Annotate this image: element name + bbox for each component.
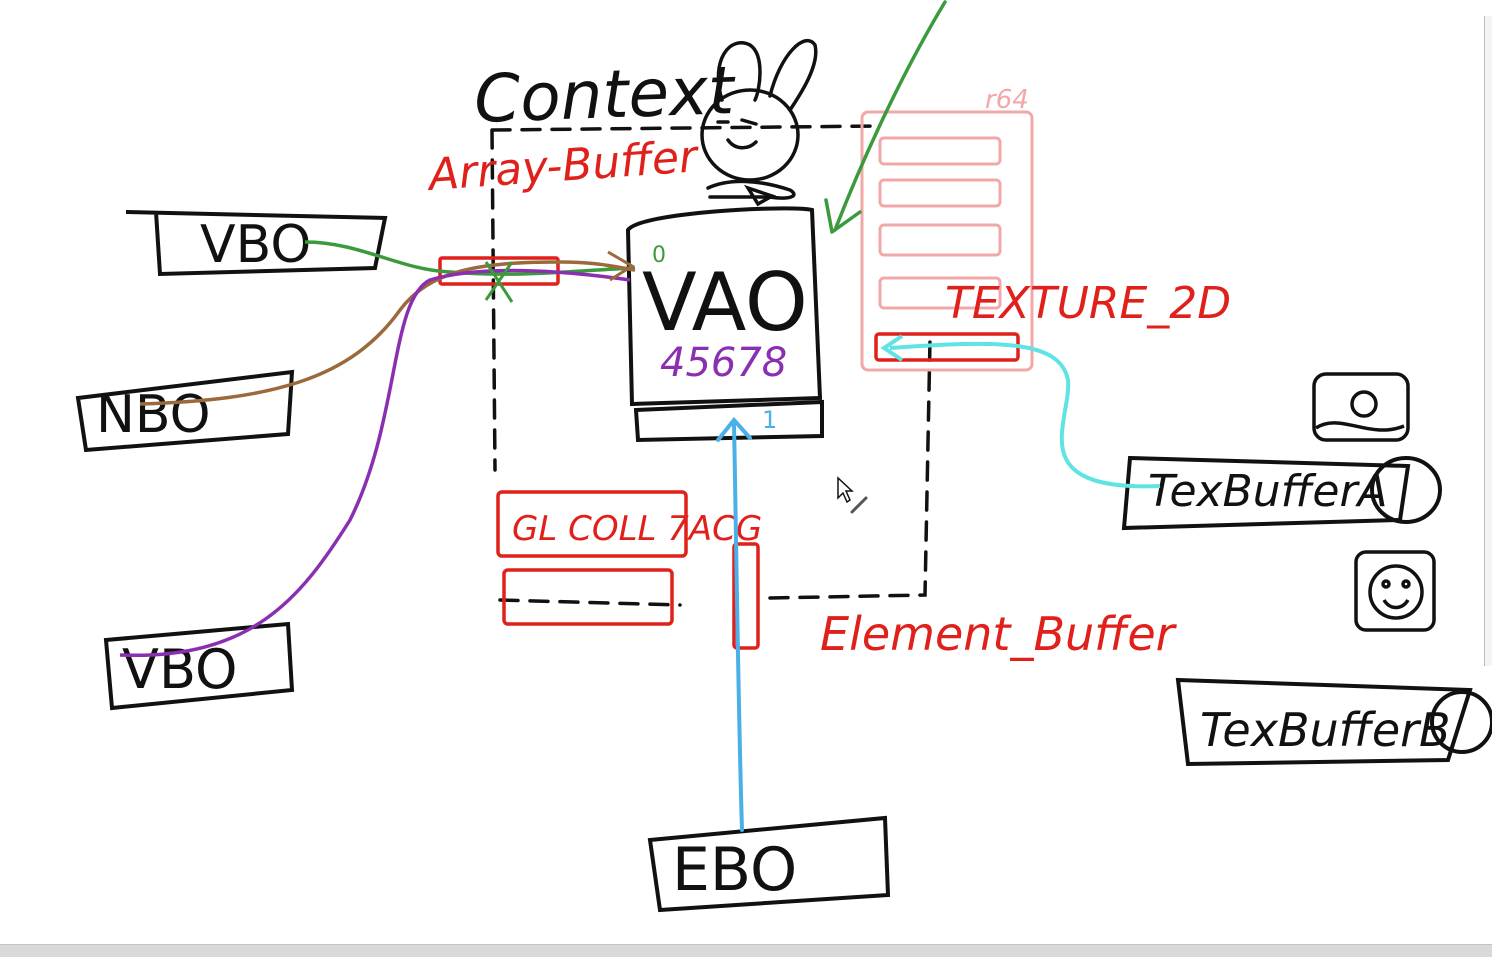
purple-vbo-link [119, 268, 631, 657]
ebo-binding-marker [732, 542, 760, 650]
array-buffer-label: Array-Buffer [424, 131, 701, 201]
brown-arrow-head [607, 250, 635, 282]
bottom-status-bar [0, 944, 1492, 957]
bunny-doodle [700, 38, 818, 207]
element-buffer-slot-box [502, 568, 674, 626]
vbo-top-box [125, 210, 388, 277]
nbo-box [75, 369, 295, 453]
gl-slot-box [496, 490, 688, 558]
vao-slots: 45678 [660, 340, 787, 386]
image-icon [1312, 372, 1410, 442]
cyan-arrow-head [880, 334, 904, 362]
nbo-label: NBO [96, 385, 211, 445]
vbo-bottom-box [103, 621, 295, 711]
mouse-cursor-icon [837, 476, 868, 514]
gl-slot-label: GL COLL 7ACG [512, 509, 762, 549]
cyan-texture-link [889, 341, 1161, 489]
green-vbo-link [304, 240, 636, 276]
texture-units-label: r64 [985, 85, 1029, 115]
vao-label: VAO [642, 256, 808, 349]
vao-ebo-slot: 1 [762, 406, 777, 434]
vbo-bottom-label: VBO [122, 638, 238, 701]
tex-buffer-b-label: TexBufferB [1200, 703, 1451, 757]
tex-buffer-b-box [1175, 677, 1492, 767]
element-buffer-label: Element_Buffer [820, 607, 1178, 661]
vao-slot-zero: 0 [652, 243, 666, 268]
green-arrow-head [824, 198, 862, 234]
texture-2d-label: TEXTURE_2D [945, 278, 1231, 329]
context-frame [490, 124, 932, 607]
blue-ebo-arrow-head [716, 416, 752, 442]
green-x-mark [484, 261, 514, 303]
tex-buffer-a-box [1121, 455, 1442, 531]
ebo-box [647, 815, 891, 913]
vao-box [625, 206, 824, 443]
green-arrow-line [833, 0, 947, 232]
texture-units [860, 110, 1034, 372]
smiley-image-icon [1354, 550, 1436, 632]
context-label: Context [473, 52, 737, 138]
vbo-top-label: VBO [200, 215, 311, 275]
ebo-label: EBO [672, 835, 797, 905]
blue-ebo-arrow [732, 423, 744, 832]
tex-buffer-a-label: TexBufferA [1148, 466, 1388, 517]
right-side-panel[interactable] [1484, 16, 1492, 666]
